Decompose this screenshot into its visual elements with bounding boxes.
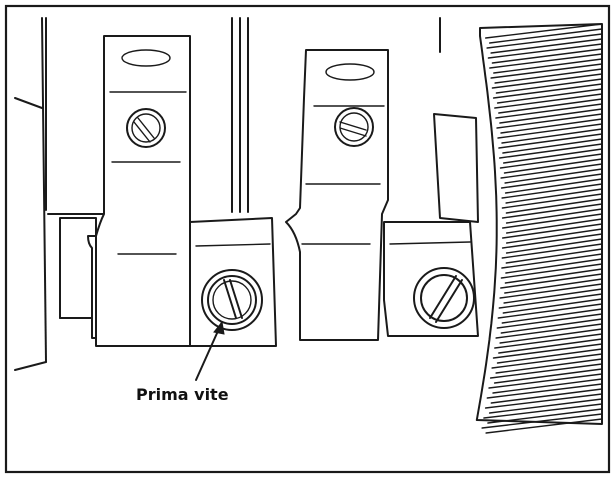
gear-tooth [486,383,603,404]
gear-tooth [486,33,603,54]
gear-tooth [485,23,603,44]
gear-tooth [492,83,603,104]
gear-tooth [491,353,603,374]
gear-tooth [492,343,603,364]
gear-tooth [501,253,603,274]
upper-left-screw [126,108,166,148]
gear-tooth [501,243,603,264]
gear-tooth [494,333,603,354]
gear-tooth [484,393,603,414]
helical-gear [475,23,603,434]
upper-right-screw [334,107,374,147]
gear-tooth [498,133,603,154]
second-screw [413,267,475,329]
gear-tooth [495,323,603,344]
gear-tooth [483,403,603,424]
gear-tooth [497,303,603,324]
gear-tooth [502,213,603,234]
callout-label: Prima vite [136,385,229,404]
gear-tooth [500,173,603,194]
gear-tooth [496,113,603,134]
right-bracket [285,49,389,341]
gear-tooth [489,363,603,384]
gear-tooth [500,273,603,294]
gear-tooth [499,143,603,164]
gear-tooth [499,283,603,304]
gear-tooth [501,193,603,214]
left-housing [14,17,47,371]
gear-tooth [502,223,603,244]
gear-tooth [497,123,603,144]
first-screw [201,269,263,331]
gear-tooth [495,103,603,124]
gear-tooth [499,153,603,174]
gear-tooth [489,53,603,74]
gear-tooth [498,293,603,314]
gear-tooth [488,373,603,394]
gear-tooth [494,93,603,114]
background-panels [45,17,441,213]
gear-tooth [496,313,603,334]
left-bracket [95,35,191,347]
gear-tooth [490,63,603,84]
gear-tooth [487,43,603,64]
centre-block [189,217,277,347]
callout-arrow [195,320,225,381]
gear-tooth [501,203,603,224]
gear-tooth [501,233,603,254]
gear-tooth [481,413,603,434]
gear-tooth [491,73,603,94]
gear-tooth [501,183,603,204]
gear-tooth [500,163,603,184]
gear-tooth [500,263,603,284]
right-collar [383,113,479,337]
